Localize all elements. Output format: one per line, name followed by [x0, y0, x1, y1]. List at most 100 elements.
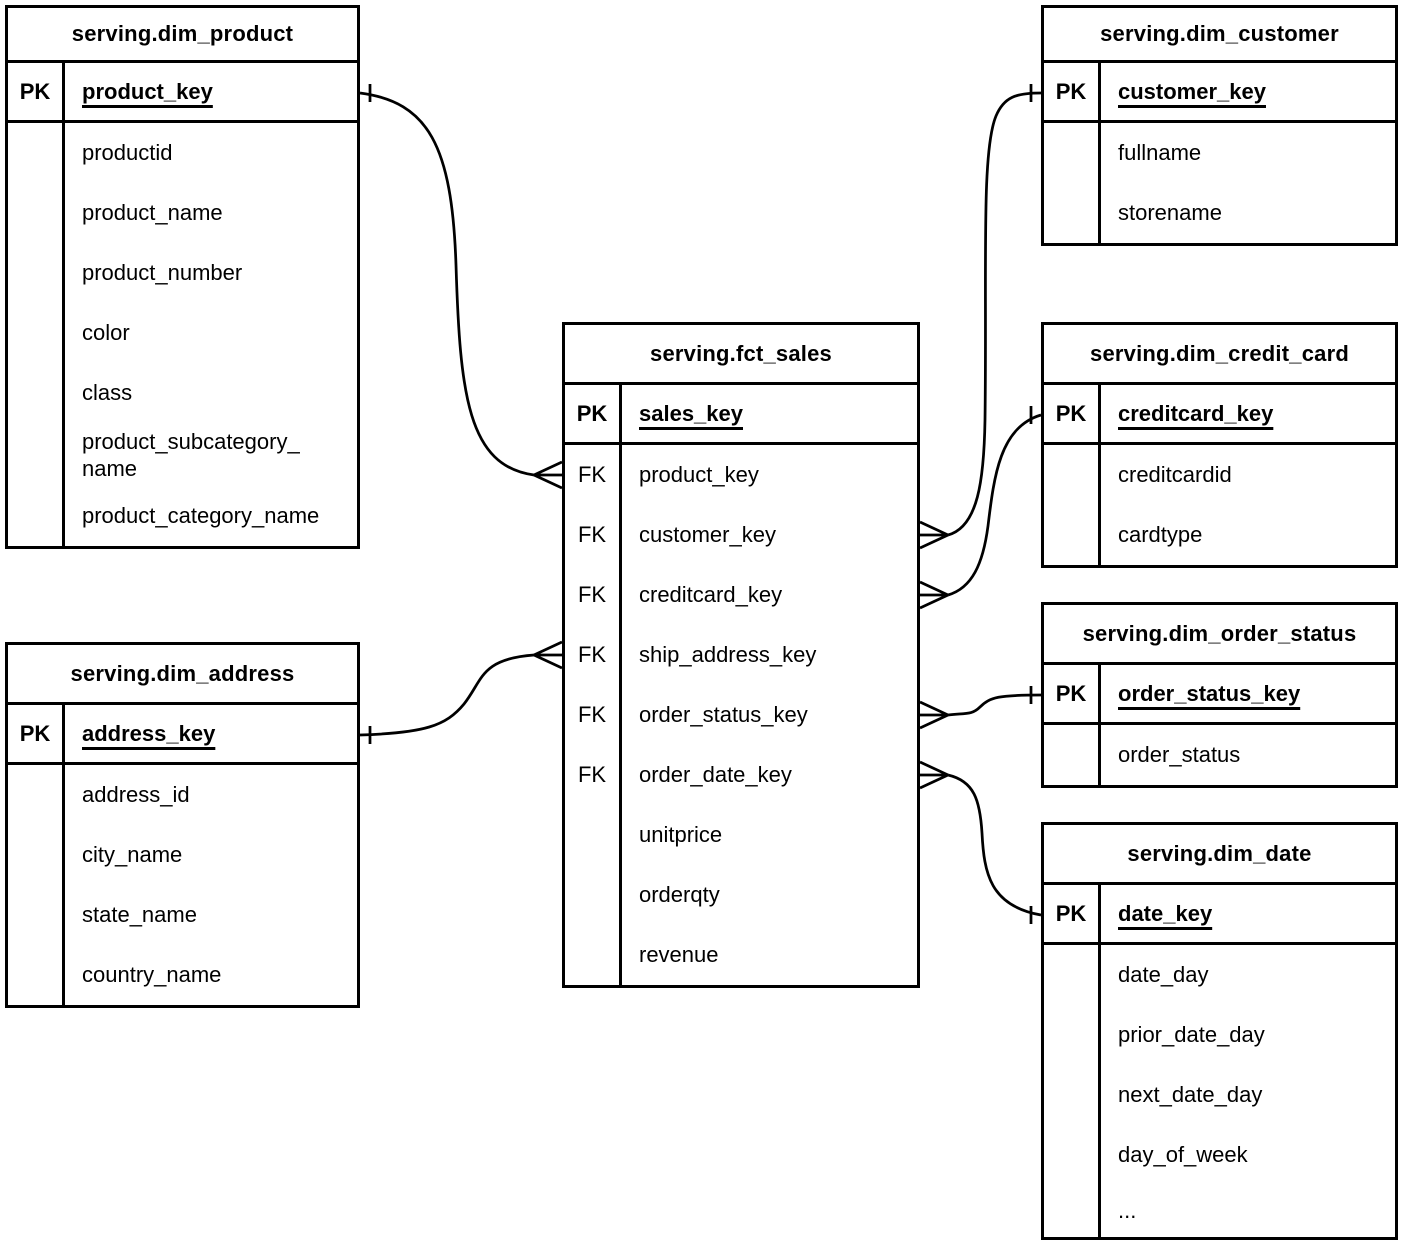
table-row: date_day	[1044, 945, 1395, 1005]
relationship-line	[947, 413, 1042, 597]
row-field: class	[82, 380, 133, 405]
crow-foot-icon	[533, 460, 563, 490]
relationship-sales-order-status	[919, 686, 1042, 730]
row-field: customer_key	[639, 522, 776, 547]
relationship-sales-address	[359, 640, 563, 744]
row-field: order_status	[1118, 742, 1241, 767]
table-row: FK order_status_key	[565, 685, 917, 745]
row-tag	[1044, 1005, 1101, 1065]
row-tag	[1044, 445, 1101, 505]
row-field: product_subcategory_name	[65, 423, 357, 486]
row-tag	[8, 123, 65, 183]
table-dim-credit-card: serving.dim_credit_card PK creditcard_ke…	[1041, 322, 1398, 568]
row-field: ship_address_key	[639, 642, 817, 667]
pk-field: creditcard_key	[1118, 400, 1274, 426]
row-field: state_name	[82, 902, 197, 927]
pk-tag: PK	[565, 385, 622, 442]
table-row: FK order_date_key	[565, 745, 917, 805]
row-field: order_status_key	[639, 702, 808, 727]
row-tag	[8, 243, 65, 303]
table-row: fullname	[1044, 123, 1395, 183]
row-field: address_id	[82, 782, 190, 807]
table-dim-customer: serving.dim_customer PK customer_key ful…	[1041, 5, 1398, 246]
row-tag	[8, 885, 65, 945]
pk-row: PK date_key	[1044, 885, 1395, 945]
row-field: cardtype	[1118, 522, 1203, 547]
table-title: serving.dim_product	[8, 8, 357, 63]
row-field-text: product_subcategory_name	[82, 428, 300, 481]
row-field: storename	[1118, 200, 1222, 225]
fk-tag: FK	[565, 685, 622, 745]
table-row: product_subcategory_name	[8, 423, 357, 486]
table-row: product_number	[8, 243, 357, 303]
fk-tag: FK	[565, 625, 622, 685]
pk-row: PK creditcard_key	[1044, 385, 1395, 445]
row-tag	[1044, 505, 1101, 565]
pk-field: order_status_key	[1118, 680, 1301, 706]
crow-foot-icon	[919, 700, 949, 730]
pk-row: PK order_status_key	[1044, 665, 1395, 725]
row-tag	[1044, 1065, 1101, 1125]
row-tag	[8, 183, 65, 243]
relationship-sales-date	[919, 760, 1042, 924]
table-row: productid	[8, 123, 357, 183]
row-field: day_of_week	[1118, 1142, 1248, 1167]
row-field: country_name	[82, 962, 222, 987]
table-title: serving.fct_sales	[565, 325, 917, 385]
row-tag	[1044, 183, 1101, 243]
pk-field: customer_key	[1118, 78, 1266, 104]
row-tag	[8, 945, 65, 1005]
row-field: orderqty	[639, 882, 720, 907]
table-row: creditcardid	[1044, 445, 1395, 505]
table-row: country_name	[8, 945, 357, 1005]
table-row: orderqty	[565, 865, 917, 925]
relationship-line	[947, 773, 1042, 917]
table-row: product_category_name	[8, 486, 357, 546]
table-row: address_id	[8, 765, 357, 825]
row-field: productid	[82, 140, 173, 165]
row-field: product_number	[82, 260, 243, 285]
row-field: prior_date_day	[1118, 1022, 1265, 1047]
table-row: next_date_day	[1044, 1065, 1395, 1125]
row-field: ...	[1118, 1198, 1137, 1223]
table-row: product_name	[8, 183, 357, 243]
table-row: state_name	[8, 885, 357, 945]
pk-field: address_key	[82, 720, 216, 746]
pk-tag: PK	[8, 63, 65, 120]
row-field: creditcardid	[1118, 462, 1232, 487]
table-title: serving.dim_address	[8, 645, 357, 705]
crow-foot-icon	[919, 520, 949, 550]
row-tag	[8, 825, 65, 885]
relationship-line	[947, 693, 1042, 717]
relationship-sales-customer	[919, 84, 1042, 550]
row-field: creditcard_key	[639, 582, 783, 607]
row-field: city_name	[82, 842, 183, 867]
table-row: city_name	[8, 825, 357, 885]
table-row: storename	[1044, 183, 1395, 243]
table-dim-product: serving.dim_product PK product_key produ…	[5, 5, 360, 549]
table-row: class	[8, 363, 357, 423]
pk-tag: PK	[1044, 63, 1101, 120]
table-row: prior_date_day	[1044, 1005, 1395, 1065]
row-tag	[1044, 1185, 1101, 1237]
pk-field: sales_key	[639, 400, 743, 426]
row-field: order_date_key	[639, 762, 792, 787]
row-field: product_category_name	[82, 503, 320, 528]
row-tag	[565, 865, 622, 925]
pk-tag: PK	[1044, 885, 1101, 942]
relationship-line	[359, 653, 535, 737]
row-tag	[8, 423, 65, 486]
crow-foot-icon	[919, 580, 949, 610]
table-dim-order-status: serving.dim_order_status PK order_status…	[1041, 602, 1398, 788]
row-tag	[8, 363, 65, 423]
fk-tag: FK	[565, 445, 622, 505]
fk-tag: FK	[565, 565, 622, 625]
row-tag	[8, 303, 65, 363]
relationship-sales-product	[359, 84, 563, 490]
row-field: date_day	[1118, 962, 1209, 987]
fk-tag: FK	[565, 745, 622, 805]
table-row: day_of_week	[1044, 1125, 1395, 1185]
